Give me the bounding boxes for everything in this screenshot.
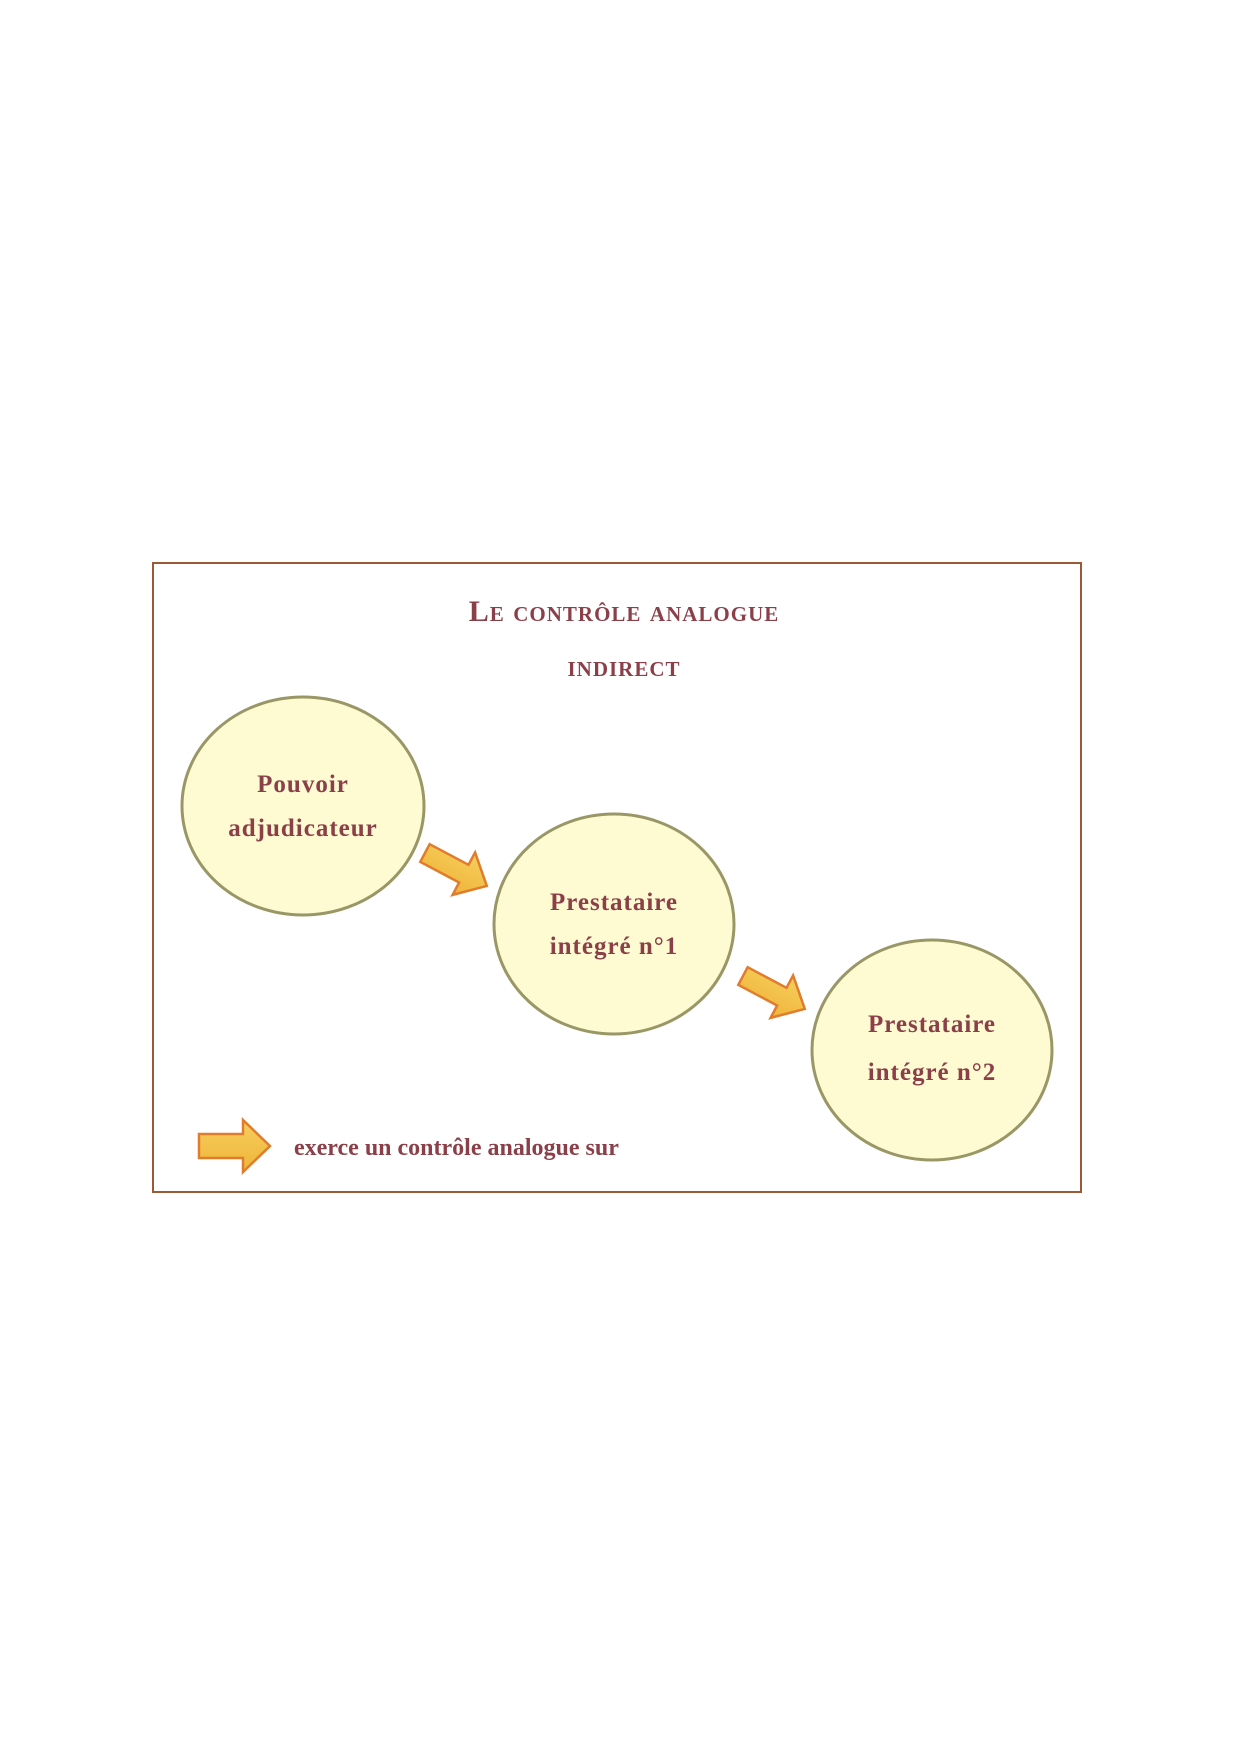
node-prestataire-2-line-2: intégré n°2 [868,1059,997,1086]
node-prestataire-2: Prestataire intégré n°2 [810,938,1054,1162]
diagram-title-line-2: indirect [567,650,680,683]
legend: exerce un contrôle analogue sur [197,1117,619,1175]
arrow-right-icon [418,842,489,897]
node-pouvoir-adjudicateur: Pouvoir adjudicateur [180,695,426,917]
node-prestataire-1: Prestataire intégré n°1 [492,812,736,1036]
arrow-right-icon [736,965,807,1020]
node-pouvoir-adjudicateur-line-1: Pouvoir [257,771,349,798]
node-prestataire-1-line-2: intégré n°1 [550,933,679,960]
legend-arrow-icon [197,1117,272,1175]
node-prestataire-1-shape [492,812,736,1036]
node-prestataire-2-line-1: Prestataire [868,1011,996,1038]
node-pouvoir-adjudicateur-shape [180,695,426,917]
diagram-title-line-1: Le contrôle analogue [469,595,780,628]
node-prestataire-2-shape [810,938,1054,1162]
node-pouvoir-adjudicateur-line-2: adjudicateur [228,815,378,842]
node-prestataire-1-line-1: Prestataire [550,889,678,916]
legend-label: exerce un contrôle analogue sur [294,1135,619,1161]
